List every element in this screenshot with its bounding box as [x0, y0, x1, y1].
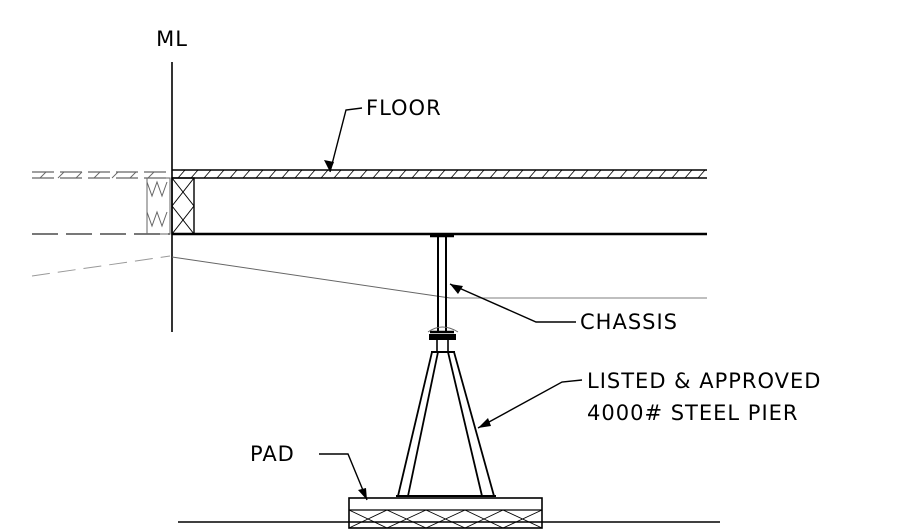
centerline-label: ML [156, 27, 188, 51]
floor-hatch-stroke [333, 169, 342, 179]
floor-hatch-stroke [398, 169, 407, 179]
chassis-leader [449, 283, 576, 323]
floor-hatch-stroke [606, 169, 615, 179]
floor-hatch-stroke [541, 169, 550, 179]
floor-hatch [177, 169, 706, 179]
floor-hatch-stroke [580, 169, 589, 179]
floor-hatch-stroke [203, 169, 212, 179]
steel-pier [396, 334, 496, 497]
floor-hatch-stroke [450, 169, 459, 179]
floor-hatch-stroke [632, 169, 641, 179]
pier-leg-right-inner [447, 351, 483, 497]
floor-hatch-stroke [320, 169, 329, 179]
floor-hatch-stroke [502, 169, 511, 179]
floor-hatch-stroke [528, 169, 537, 179]
chassis-label: CHASSIS [580, 310, 678, 334]
chassis-beam [427, 234, 459, 334]
chassis-callout: CHASSIS [449, 283, 678, 334]
floor [172, 169, 707, 179]
floor-hatch-stroke [424, 169, 433, 179]
floor-hatch-stroke [554, 169, 563, 179]
pad-hatch [348, 509, 543, 529]
floor-hatch-stroke [177, 169, 186, 179]
floor-hatch-stroke [294, 169, 303, 179]
floor-hatch-stroke [463, 169, 472, 179]
pier-leg-left-outer [397, 351, 433, 497]
pad-outline [348, 497, 543, 529]
floor-leader [329, 107, 363, 173]
floor-hatch-stroke [489, 169, 498, 179]
floor-hatch-stroke [567, 169, 576, 179]
blocking-left [146, 177, 171, 235]
floor-hatch-stroke [307, 169, 316, 179]
floor-hatch-stroke [658, 169, 667, 179]
floor-hatch-stroke [684, 169, 693, 179]
hidden-slope-line [31, 255, 171, 277]
pier-head-plate [429, 334, 456, 340]
pier-pad [348, 497, 543, 529]
floor-label: FLOOR [366, 96, 442, 120]
floor-hatch-stroke [281, 169, 290, 179]
floor-hatch-stroke [385, 169, 394, 179]
floor-hatch-stroke [515, 169, 524, 179]
floor-hatch-stroke [229, 169, 238, 179]
floor-hatch-stroke [268, 169, 277, 179]
floor-hatch-stroke [619, 169, 628, 179]
floor-hatch-stroke [671, 169, 680, 179]
floor-hatch-stroke [359, 169, 368, 179]
floor-hatch-stroke [593, 169, 602, 179]
floor-callout: FLOOR [324, 96, 442, 173]
floor-hatch-stroke [255, 169, 264, 179]
pier-label-line1: LISTED & APPROVED [587, 369, 821, 393]
floor-hatch-stroke [645, 169, 654, 179]
hidden-floor-hatch [39, 171, 155, 179]
marriage-line-blocking [146, 177, 195, 235]
pad-label: PAD [250, 442, 295, 466]
pier-callout: LISTED & APPROVED 4000# STEEL PIER [477, 369, 821, 429]
pad-leader [319, 453, 368, 501]
blocking-right [171, 177, 195, 235]
pier-leader [477, 379, 583, 429]
pier-label-line2: 4000# STEEL PIER [587, 401, 799, 425]
floor-hatch-stroke [216, 169, 225, 179]
pier-leg-left-inner [407, 351, 439, 497]
slope-line [171, 256, 451, 299]
beam-clip [427, 326, 459, 333]
floor-hatch-stroke [372, 169, 381, 179]
floor-hatch-stroke [476, 169, 485, 179]
floor-hatch-stroke [437, 169, 446, 179]
floor-hatch-stroke [346, 169, 355, 179]
floor-hatch-stroke [242, 169, 251, 179]
pad-callout: PAD [250, 442, 368, 501]
floor-hatch-stroke [697, 169, 706, 179]
pier-leg-right-outer [453, 351, 495, 497]
floor-hatch-stroke [190, 169, 199, 179]
floor-hatch-stroke [411, 169, 420, 179]
